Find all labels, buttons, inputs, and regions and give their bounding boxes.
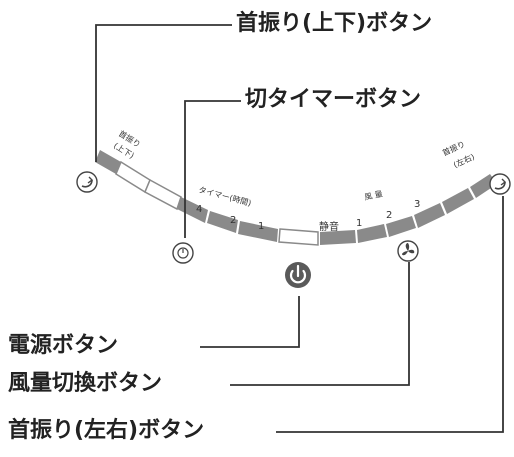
arc-segment-fan-3 — [414, 203, 445, 228]
leader-fan — [230, 262, 410, 386]
swing-leftright-label-2: (左右) — [452, 151, 476, 169]
leader-power — [200, 296, 300, 348]
timer-2-label: 2 — [230, 215, 236, 226]
swing-updown-icon[interactable] — [76, 171, 98, 193]
quiet-label: 静音 — [319, 220, 339, 233]
arc-segment-timer-4 — [177, 197, 208, 223]
arc-segment-swing-updown — [95, 150, 121, 174]
fan-3-label: 3 — [414, 199, 420, 210]
leader-swing-updown — [95, 24, 232, 162]
arc-segment-fan-1 — [357, 224, 387, 243]
leader-swing-leftright — [276, 196, 504, 433]
callout-fan-speed: 風量切換ボタン — [8, 371, 163, 396]
fan-1-label: 1 — [356, 218, 362, 229]
arc-segment-swing-leftright — [442, 188, 474, 214]
timer-1-label: 1 — [258, 221, 264, 232]
callout-off-timer: 切タイマーボタン — [245, 87, 422, 112]
swing-leftright-label-1: 首振り — [441, 139, 467, 158]
swing-leftright-icon[interactable] — [489, 173, 511, 195]
timer-4-label: 4 — [196, 204, 202, 215]
fan-speed-label: 風 量 — [364, 189, 384, 202]
arc-segment-swing-updown-lamp-2 — [144, 178, 182, 211]
arc-segment-timer-1 — [238, 221, 278, 242]
timer-icon[interactable] — [172, 242, 194, 264]
callout-swing-leftright: 首振り(左右)ボタン — [8, 418, 205, 443]
timer-label: タイマー(時間) — [197, 185, 252, 208]
arc-segment-timer-2 — [207, 211, 238, 233]
arc-segment-quiet — [320, 230, 356, 245]
power-icon[interactable] — [285, 262, 311, 288]
arc-segment-fan-2 — [386, 216, 416, 237]
fan-icon[interactable] — [397, 240, 419, 262]
arc-segment-swing-updown-lamp — [115, 160, 151, 194]
callout-power: 電源ボタン — [8, 333, 119, 358]
callout-swing-updown: 首振り(上下)ボタン — [236, 11, 433, 36]
indicator-arc — [95, 150, 497, 246]
arc-segment-power — [278, 228, 319, 246]
leader-off-timer — [184, 100, 241, 238]
fan-2-label: 2 — [386, 210, 392, 221]
leader-lines — [95, 24, 504, 433]
